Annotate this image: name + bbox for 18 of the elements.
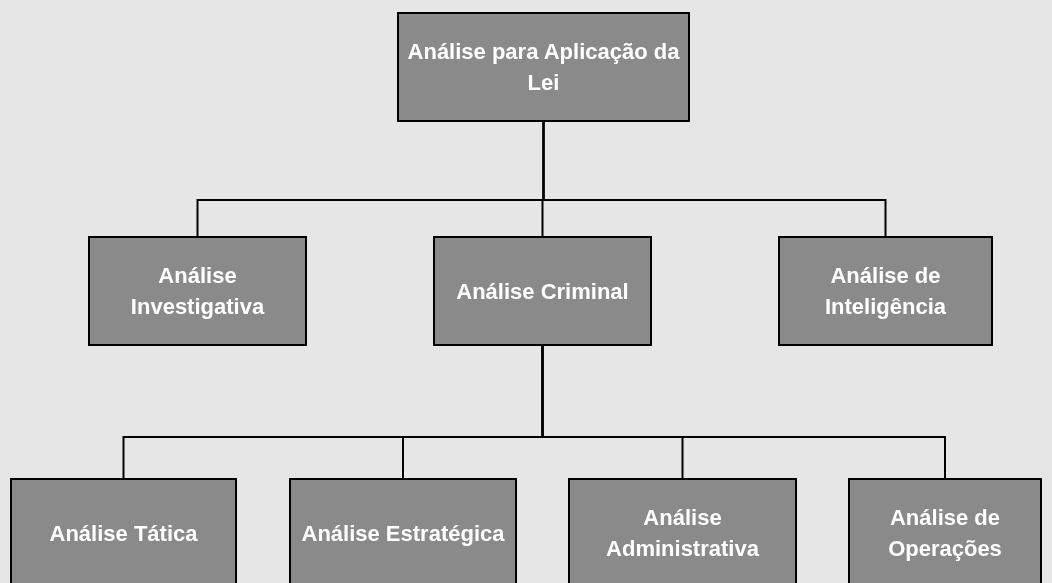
process-box	[10, 478, 237, 583]
box-label: Análise de Operações	[887, 504, 1003, 563]
box-label: Análise Tática	[49, 519, 198, 548]
box-label: Análise Estratégica	[301, 519, 505, 548]
connector-line	[541, 345, 946, 479]
box-label: Análise de Inteligência	[823, 262, 947, 321]
process-box	[289, 478, 517, 583]
box-label: Análise Criminal	[456, 277, 629, 306]
process-box	[778, 236, 993, 346]
process-box	[568, 478, 797, 583]
box-label: Análise para Aplicação da Lei	[407, 38, 680, 97]
box-label: Análise Administrativa	[605, 504, 760, 563]
box-label: Análise Investigativa	[129, 262, 266, 321]
process-box	[397, 12, 690, 122]
process-box	[433, 236, 652, 346]
process-box	[88, 236, 307, 346]
connector-line	[542, 121, 887, 237]
process-box	[848, 478, 1042, 583]
